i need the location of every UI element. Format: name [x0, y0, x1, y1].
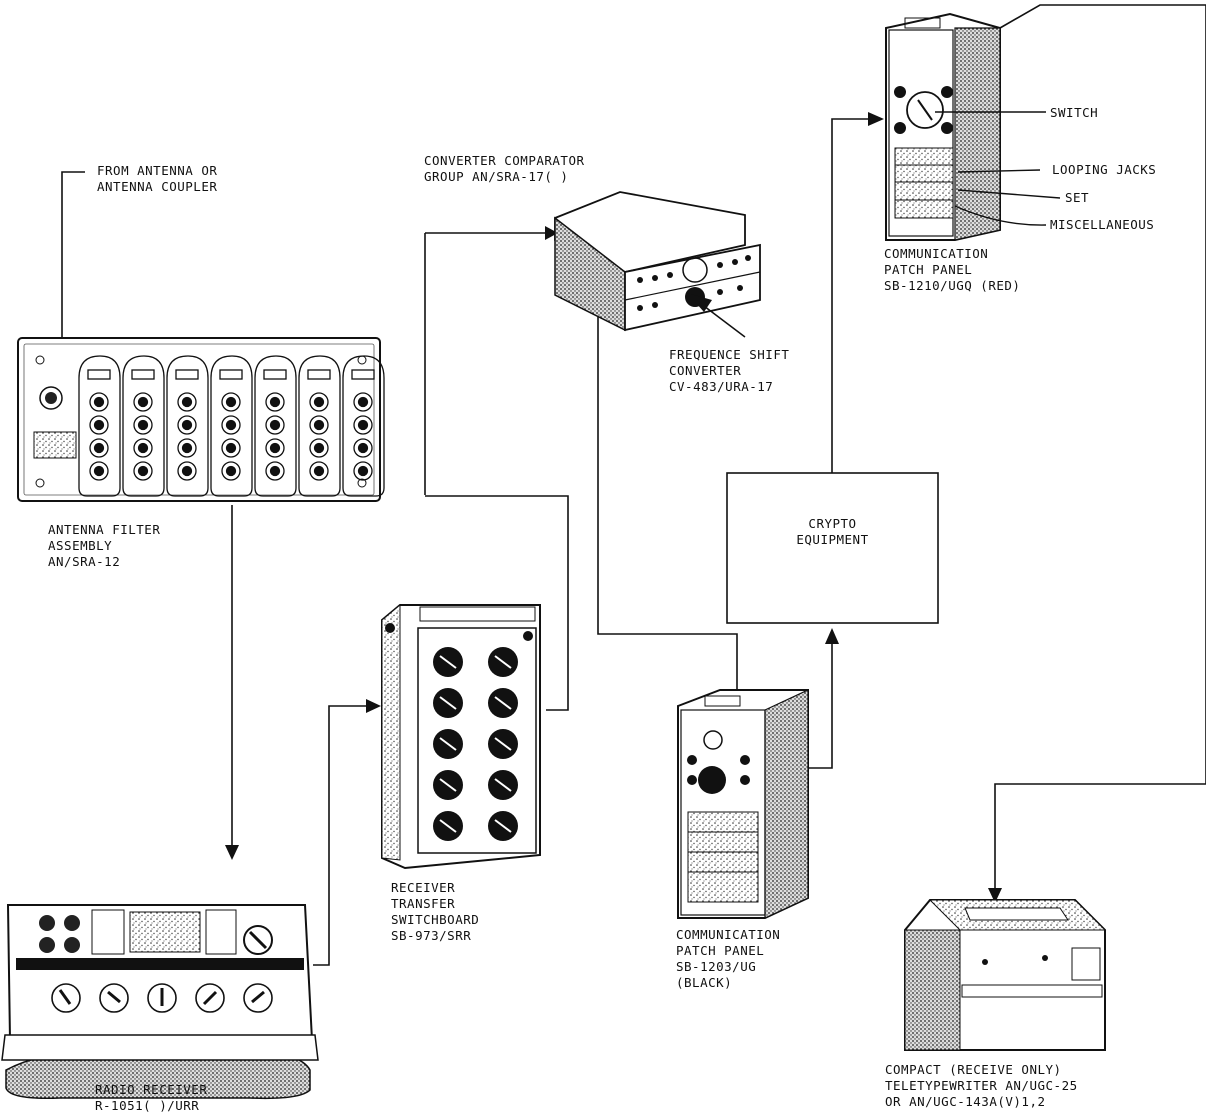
line-black-panel-to-crypto	[808, 644, 832, 768]
label-teletypewriter: COMPACT (RECEIVE ONLY) TELETYPEWRITER AN…	[885, 1062, 1078, 1110]
label-antenna-source: FROM ANTENNA OR ANTENNA COUPLER	[97, 163, 217, 195]
converter-comparator-illustration	[555, 192, 760, 337]
label-antenna-filter-assembly: ANTENNA FILTER ASSEMBLY AN/SRA-12	[48, 522, 160, 570]
arrowhead-into-red-panel	[868, 112, 884, 126]
line-receiver-to-switchboard	[313, 706, 370, 965]
line-crypto-to-red-panel	[832, 119, 873, 473]
callout-miscellaneous: MISCELLANEOUS	[1050, 217, 1154, 233]
arrowhead-into-switchboard	[366, 699, 381, 713]
patch-panel-red-illustration	[886, 14, 1000, 240]
label-patch-panel-red: COMMUNICATION PATCH PANEL SB-1210/UGQ (R…	[884, 246, 1020, 294]
line-red-to-teletype	[995, 5, 1206, 888]
callout-switch: SWITCH	[1050, 105, 1098, 121]
transfer-switchboard-illustration	[382, 605, 540, 868]
label-crypto-equipment: CRYPTO EQUIPMENT	[727, 516, 938, 548]
label-radio-receiver: RADIO RECEIVER R-1051( )/URR	[95, 1082, 207, 1114]
callout-looping-jacks: LOOPING JACKS	[1052, 162, 1156, 178]
callout-set: SET	[1065, 190, 1089, 206]
line-red-panel-top-out	[1000, 5, 1206, 28]
radio-receiver-illustration	[2, 905, 318, 1098]
label-patch-panel-black: COMMUNICATION PATCH PANEL SB-1203/UG (BL…	[676, 927, 780, 991]
antenna-filter-assembly-illustration	[18, 338, 384, 501]
label-converter-comparator-group: CONVERTER COMPARATOR GROUP AN/SRA-17( )	[424, 153, 585, 185]
label-frequency-shift-converter: FREQUENCE SHIFT CONVERTER CV-483/URA-17	[669, 347, 789, 395]
patch-panel-black-illustration	[678, 690, 808, 918]
crypto-equipment-box	[727, 473, 938, 623]
arrowhead-into-receiver	[225, 845, 239, 860]
teletypewriter-illustration	[905, 900, 1105, 1050]
arrowhead-into-crypto	[825, 628, 839, 644]
label-transfer-switchboard: RECEIVER TRANSFER SWITCHBOARD SB-973/SRR	[391, 880, 479, 944]
